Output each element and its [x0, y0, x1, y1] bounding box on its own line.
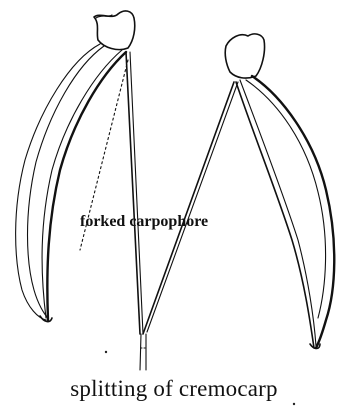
carpophore-right-arm: [143, 82, 238, 334]
speck-dot: [293, 403, 295, 405]
right-mericarp: [225, 34, 334, 349]
carpophore-left-arm: [80, 52, 143, 334]
left-mericarp: [16, 11, 135, 322]
right-stylopodium: [225, 34, 264, 78]
right-mericarp-ridge: [236, 82, 314, 348]
speck-dot: [105, 351, 107, 353]
label-forked-carpophore: forked carpophore: [80, 213, 208, 230]
pedicel: [140, 334, 146, 370]
figure-caption: splitting of cremocarp: [0, 376, 348, 402]
